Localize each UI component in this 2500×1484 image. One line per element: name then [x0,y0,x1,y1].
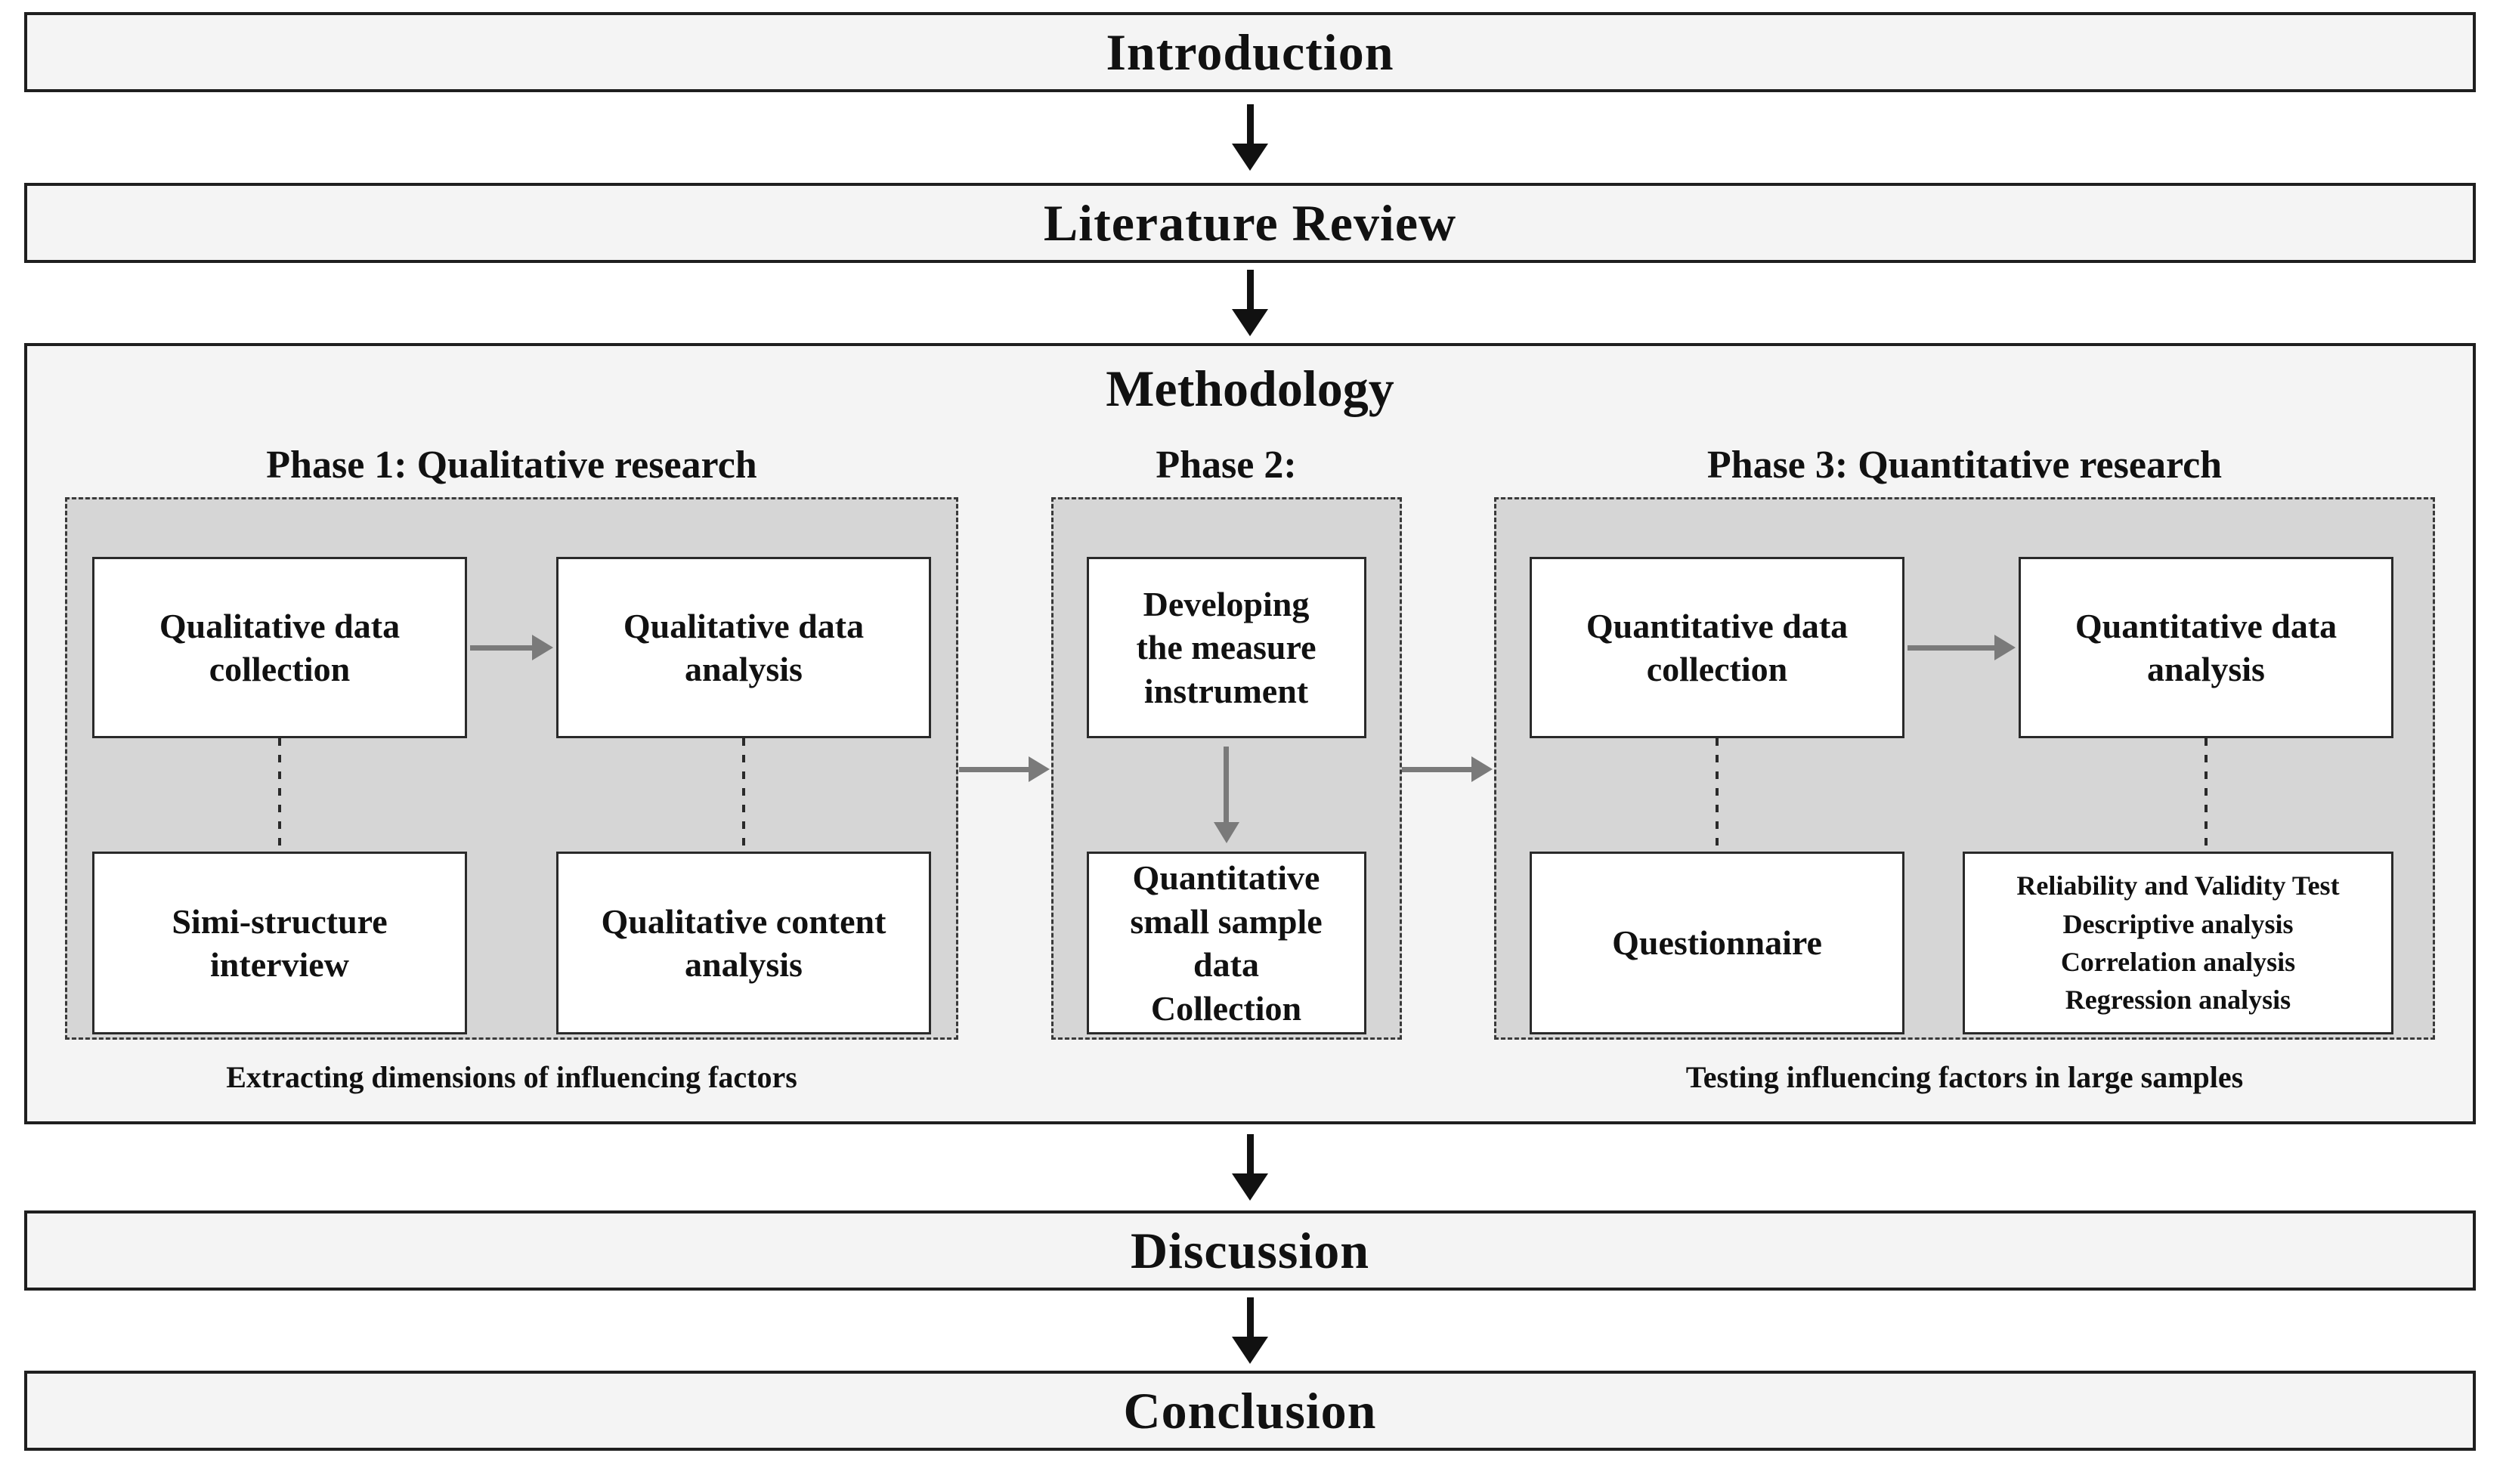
phase-3-quantitative: Phase 3: Quantitative research Quantitat… [1494,441,2435,1095]
arrow-head [1994,635,2016,660]
arrow-head [1232,144,1268,171]
section-discussion-label: Discussion [1130,1221,1370,1279]
phases-row: Phase 1: Qualitative research Qualitativ… [65,441,2435,1095]
box-quantitative-small-sample-data-collection: Quantitative small sample data Collectio… [1086,852,1366,1034]
box-questionnaire: Questionnaire [1530,852,1904,1034]
dotted-connector [278,738,281,852]
section-introduction: Introduction [24,12,2476,92]
arrow-head [532,635,553,660]
down-arrow-icon [1232,270,1268,336]
right-arrow-icon [1904,557,2019,738]
section-conclusion: Conclusion [24,1371,2476,1451]
phase-2: Phase 2: Developing the measure instrume… [1050,441,1402,1040]
connector-discussion-to-conclusion [24,1291,2476,1371]
arrow-shaft [1224,747,1229,822]
arrow-head [1471,756,1493,782]
section-introduction-label: Introduction [1106,23,1394,81]
arrow-head [1232,1173,1268,1201]
arrow-shaft [1907,645,1994,651]
phase-2-column: Developing the measure instrument Quanti… [1054,499,1400,1034]
section-discussion: Discussion [24,1210,2476,1291]
arrow-head [1029,756,1050,782]
down-arrow-icon [1232,1297,1268,1364]
connector-methodology-to-discussion [24,1124,2476,1210]
right-arrow-icon [1402,756,1493,782]
box-quantitative-data-analysis: Quantitative data analysis [2019,557,2393,738]
arrow-shaft [1246,1297,1254,1337]
box-qualitative-data-collection: Qualitative data collection [92,557,467,738]
right-arrow-icon [959,756,1050,782]
arrow-shaft [1402,766,1471,772]
down-arrow-gray-icon [1213,738,1239,852]
phase-1-qualitative: Phase 1: Qualitative research Qualitativ… [65,441,958,1095]
dotted-connector [2205,738,2208,852]
phase-1-caption: Extracting dimensions of influencing fac… [226,1060,797,1094]
arrow-shaft [959,766,1029,772]
section-literature-review: Literature Review [24,183,2476,263]
phase-2-panel: Developing the measure instrument Quanti… [1050,497,1402,1040]
arrow-head [1232,1337,1268,1364]
dotted-connector [742,738,745,852]
phase-2-label: Phase 2: [1156,444,1297,487]
methodology-title: Methodology [1106,360,1394,417]
phase-3-caption: Testing influencing factors in large sam… [1685,1060,2244,1094]
arrow-head [1213,822,1239,843]
section-literature-review-label: Literature Review [1043,193,1457,252]
phase-3-label: Phase 3: Quantitative research [1706,444,2223,487]
phase-1-label: Phase 1: Qualitative research [266,444,757,487]
arrow-shaft [1246,1134,1254,1173]
connector-intro-to-litreview [24,92,2476,183]
box-qualitative-data-analysis: Qualitative data analysis [556,557,931,738]
phase-1-panel: Qualitative data collection Qualitative … [65,497,958,1040]
phase-3-panel: Quantitative data collection Quantitativ… [1494,497,2435,1040]
right-arrow-icon [467,557,556,738]
down-arrow-icon [1232,1134,1268,1201]
box-qualitative-content-analysis: Qualitative content analysis [556,852,931,1034]
box-quantitative-data-collection: Quantitative data collection [1530,557,1904,738]
dotted-connector [1716,738,1719,852]
arrow-shaft [470,645,532,651]
section-methodology: Methodology Phase 1: Qualitative researc… [24,343,2476,1124]
down-arrow-icon [1232,104,1268,171]
arrow-head [1232,309,1268,336]
arrow-shaft [1246,270,1254,309]
arrow-shaft [1246,104,1254,144]
box-developing-measure-instrument: Developing the measure instrument [1086,557,1366,738]
section-conclusion-label: Conclusion [1123,1381,1377,1439]
connector-litreview-to-methodology [24,263,2476,343]
box-simi-structure-interview: Simi-structure interview [92,852,467,1034]
box-analysis-tests: Reliability and Validity Test Descriptiv… [1963,852,2393,1034]
